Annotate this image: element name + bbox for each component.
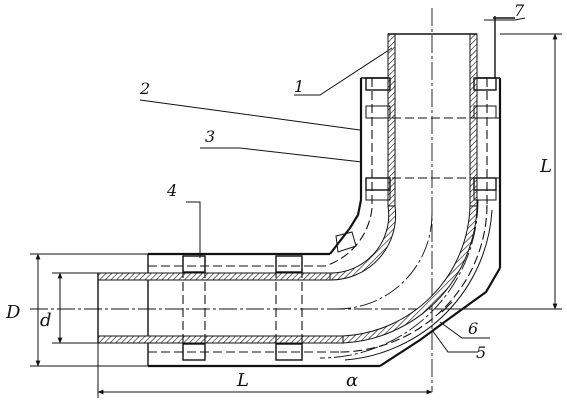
callout-6: 6: [468, 319, 478, 338]
callout-5: 5: [476, 343, 486, 362]
horizontal-leg: [97, 252, 380, 368]
callout-4: 4: [166, 181, 177, 200]
callout-7: 7: [514, 1, 525, 20]
bend: [324, 199, 501, 367]
callout-1: 1: [294, 77, 304, 96]
vertical-leg: [359, 16, 515, 268]
dimension-inner-diameter: d: [40, 310, 52, 331]
leader-lines: [139, 17, 526, 353]
center-lines: [30, 8, 479, 392]
dimensions: [30, 33, 562, 398]
callout-2: 2: [139, 79, 150, 98]
dimension-length-vertical: L: [539, 156, 552, 177]
dimension-length-horizontal: L: [236, 370, 249, 391]
callout-3: 3: [205, 127, 215, 146]
dimension-angle: α: [346, 370, 358, 391]
dimension-outer-diameter: D: [5, 302, 21, 323]
